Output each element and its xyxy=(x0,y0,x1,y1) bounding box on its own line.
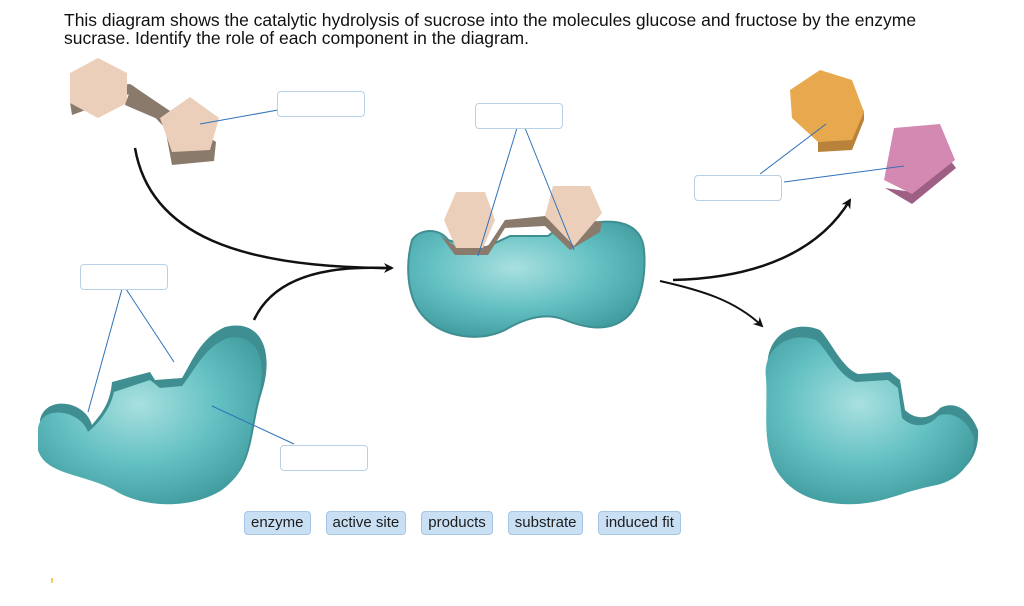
term-products[interactable]: products xyxy=(421,511,493,535)
drop-target-complex-label[interactable] xyxy=(475,103,563,129)
term-induced-fit[interactable]: induced fit xyxy=(598,511,681,535)
products-molecules xyxy=(790,70,956,204)
drop-target-substrate-label[interactable] xyxy=(277,91,365,117)
cursor-marker xyxy=(51,578,53,583)
leader-lines xyxy=(87,109,905,445)
term-bank: enzyme active site products substrate in… xyxy=(244,511,681,535)
question-text: This diagram shows the catalytic hydroly… xyxy=(64,10,917,48)
drop-target-enzyme-label[interactable] xyxy=(280,445,368,471)
drop-target-enzyme-site-label[interactable] xyxy=(80,264,168,290)
term-active-site[interactable]: active site xyxy=(325,511,407,535)
enzyme-released xyxy=(765,326,979,505)
enzyme-free xyxy=(38,325,267,505)
sucrose-molecule xyxy=(70,58,219,165)
term-enzyme[interactable]: enzyme xyxy=(244,511,311,535)
term-substrate[interactable]: substrate xyxy=(507,511,584,535)
enzyme-substrate-complex xyxy=(407,186,646,338)
reaction-arrows xyxy=(133,147,852,328)
drop-target-products-label[interactable] xyxy=(694,175,782,201)
